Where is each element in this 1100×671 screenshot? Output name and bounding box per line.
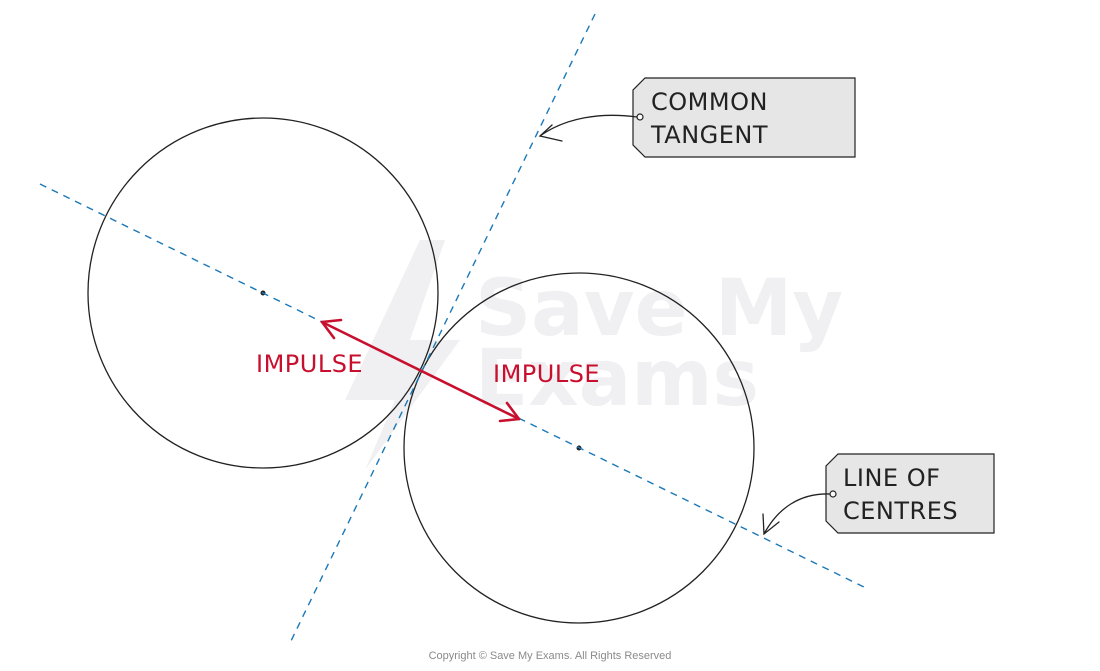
common-tangent-tag-shape (632, 77, 856, 158)
impulse-arrowhead-left (320, 318, 343, 340)
common-tangent-tag: COMMON TANGENT (632, 77, 856, 158)
line-of-centres-tag-shape (825, 453, 995, 534)
common-tangent-tag-hole (636, 113, 644, 121)
left-circle (87, 117, 439, 469)
watermark: Save My Exams (345, 240, 843, 470)
common-tangent-pointer (538, 114, 638, 142)
line-of-centres-tag-hole (829, 490, 837, 498)
line-of-centres-label-line2: CENTRES (843, 497, 958, 525)
line-of-centres-pointer (762, 493, 831, 536)
watermark-logo-icon (345, 240, 460, 470)
impulse-arrowhead-right (498, 401, 521, 423)
watermark-line2: Exams (475, 334, 759, 424)
common-tangent-label-line2: TANGENT (650, 121, 768, 149)
common-tangent-label-line1: COMMON (651, 88, 768, 116)
impulse-label-left: IMPULSE (256, 350, 363, 378)
watermark-line1: Save My (475, 264, 843, 354)
impulse-label-right: IMPULSE (493, 360, 600, 388)
impulse-arrow (320, 318, 521, 423)
line-of-centres-label-line1: LINE OF (843, 464, 940, 492)
right-circle (403, 272, 755, 624)
copyright-notice: Copyright © Save My Exams. All Rights Re… (429, 650, 672, 662)
line-of-centres-tag: LINE OF CENTRES (825, 453, 995, 534)
